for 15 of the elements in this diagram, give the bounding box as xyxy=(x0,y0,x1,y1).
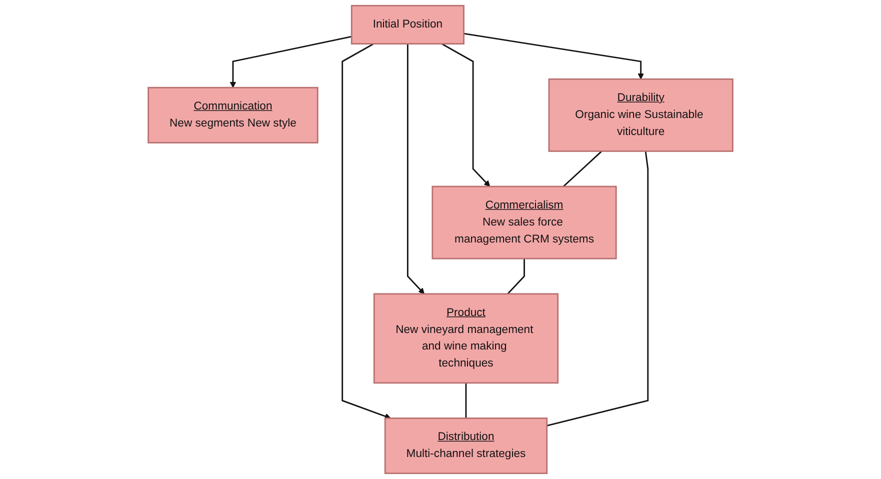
arrow xyxy=(464,32,644,80)
arrow xyxy=(406,44,425,294)
node-box: Distribution Multi-channel strategies xyxy=(384,418,548,474)
arrow xyxy=(230,36,352,88)
connector xyxy=(562,150,602,188)
node-box: Product New vineyard management and wine making techniques xyxy=(373,293,559,384)
arrow xyxy=(342,43,391,420)
connector xyxy=(507,258,525,294)
arrow xyxy=(441,43,490,187)
connector xyxy=(546,151,649,426)
node-box: Initial Position xyxy=(350,4,464,44)
node-box: Durability Organic wine Sustainable viticulture xyxy=(548,78,734,152)
node-box: Communication New segments New style xyxy=(148,86,318,144)
connector xyxy=(465,382,467,418)
node-box: Commercialism New sales force management CRM systems xyxy=(432,186,617,260)
